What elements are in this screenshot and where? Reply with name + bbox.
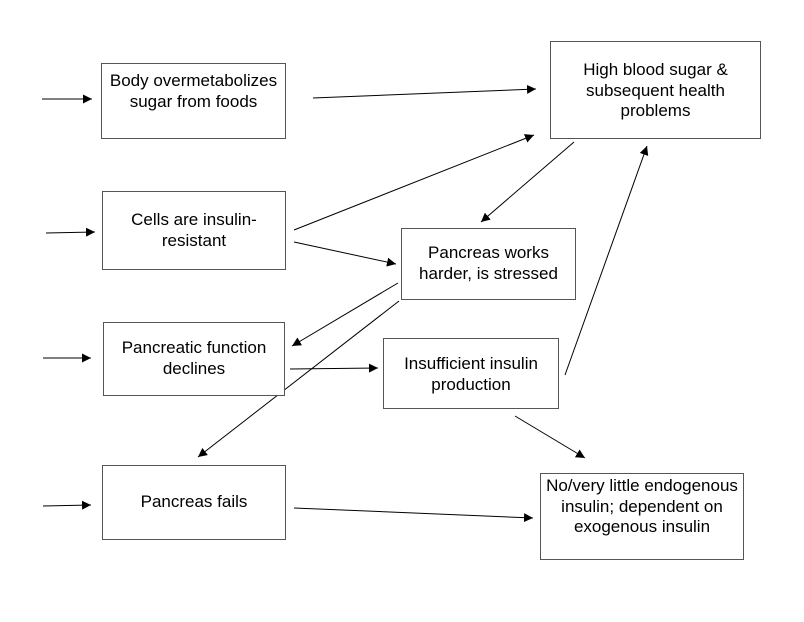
arrow-insufficient-to-exogenous (514, 415, 586, 459)
node-pancreas-fails: Pancreas fails (102, 465, 286, 540)
node-label: Pancreas fails (140, 492, 248, 511)
entry-arrow-cells-insulin-resistant (45, 227, 96, 237)
arrow-insufficient-to-high-blood-sugar (564, 145, 649, 376)
arrow-pancreas-stressed-to-fails (197, 300, 400, 458)
node-label: Pancreas works harder, is stressed (419, 243, 558, 283)
arrow-high-blood-sugar-to-pancreas-stressed (480, 141, 575, 223)
node-label: High blood sugar & subsequent health pro… (583, 60, 728, 120)
node-exogenous-dependence: No/very little endogenous insulin; depen… (540, 473, 744, 560)
entry-arrow-pancreas-fails (42, 500, 92, 510)
node-cells-insulin-resistant: Cells are insulin-resistant (102, 191, 286, 270)
arrow-body-to-high-blood-sugar (312, 84, 537, 99)
node-high-blood-sugar: High blood sugar & subsequent health pro… (550, 41, 761, 139)
arrow-cells-to-pancreas-stressed (293, 241, 397, 267)
arrow-decline-to-insufficient-insulin (289, 363, 379, 373)
node-body-overmetabolizes: Body overmetabolizes sugar from foods (101, 63, 286, 139)
node-pancreatic-decline: Pancreatic function declines (103, 322, 285, 396)
arrow-fails-to-exogenous (293, 507, 534, 523)
node-label: No/very little endogenous insulin; depen… (546, 476, 738, 536)
node-label: Cells are insulin-resistant (131, 210, 257, 250)
node-label: Body overmetabolizes sugar from foods (109, 71, 278, 111)
node-label: Pancreatic function declines (121, 338, 267, 378)
arrow-pancreas-stressed-to-decline (291, 282, 399, 347)
node-label: Insufficient insulin production (404, 354, 538, 394)
node-pancreas-stressed: Pancreas works harder, is stressed (401, 228, 576, 300)
node-insufficient-insulin: Insufficient insulin production (383, 338, 559, 409)
arrow-cells-to-high-blood-sugar (293, 134, 535, 231)
